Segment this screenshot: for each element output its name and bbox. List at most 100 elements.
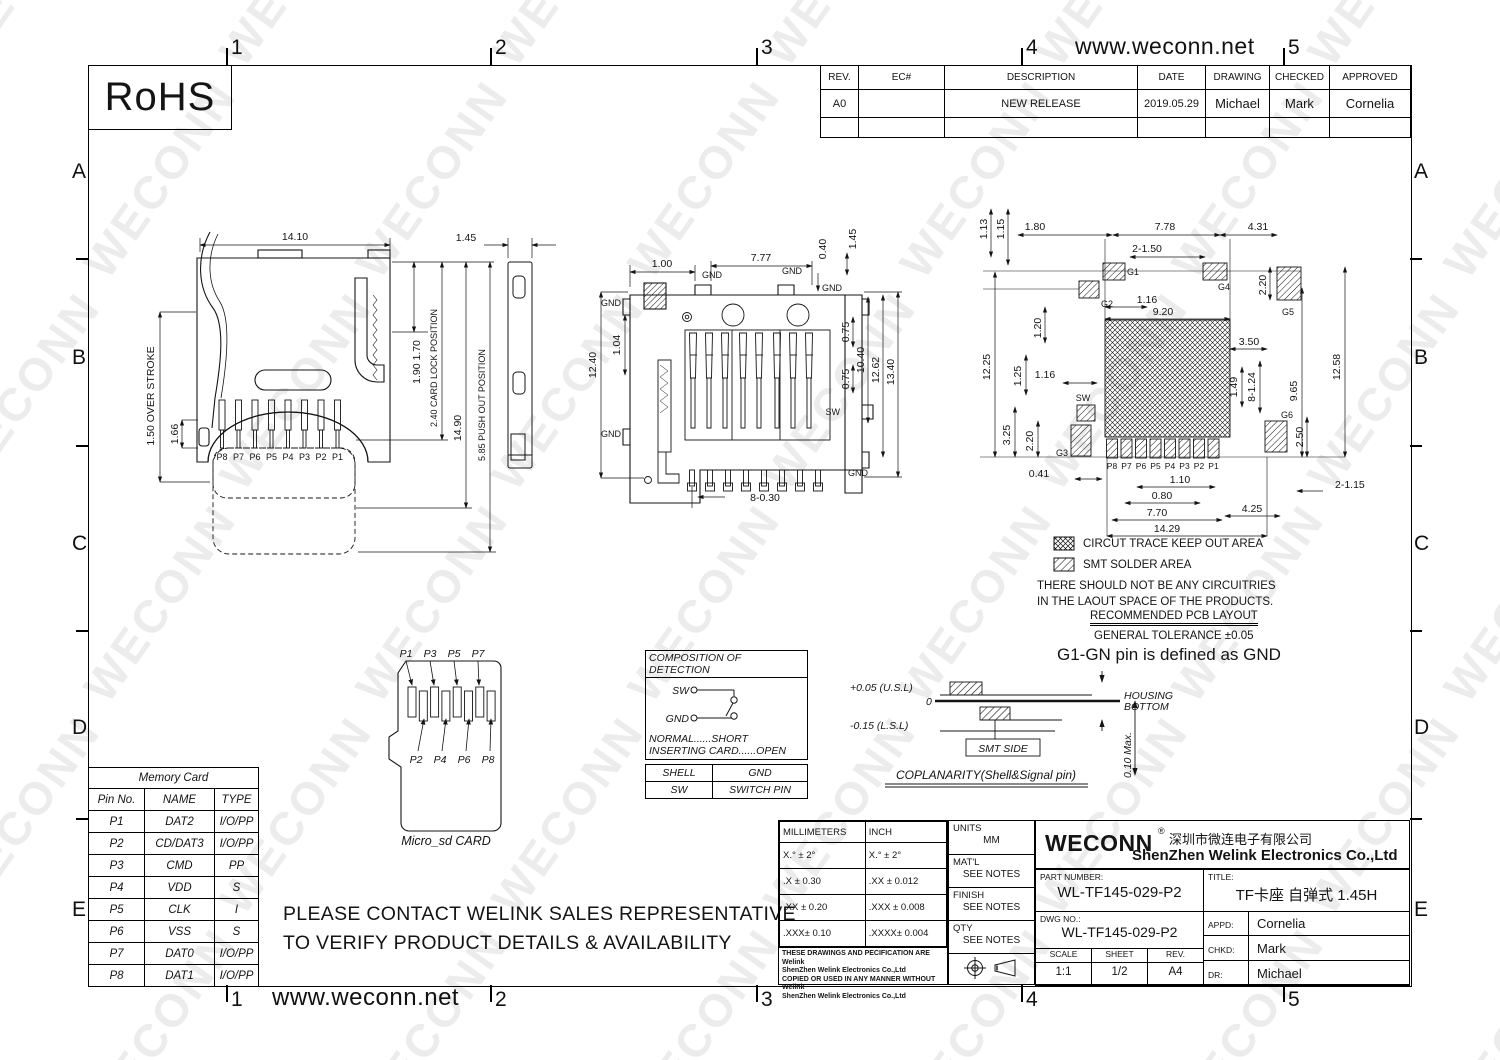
dim: 1.16 [1137, 294, 1158, 306]
matl-value: SEE NOTES [962, 869, 1021, 880]
rev-header: EC# [858, 65, 945, 90]
dim: 12.25 [981, 354, 993, 380]
pad-label: G2 [1101, 299, 1113, 309]
dim: 12.58 [1331, 354, 1343, 380]
units-label: UNITS [953, 823, 982, 834]
legend-keepout-label: CIRCUT TRACE KEEP OUT AREA [1083, 537, 1264, 550]
pin-table-title: Memory Card [88, 767, 259, 789]
zone-tick [226, 985, 228, 1002]
units-cell: UNITS MM [949, 821, 1034, 855]
company-name-cn: 深圳市微连电子有限公司 [1169, 832, 1313, 847]
pin-label: P6 [249, 452, 260, 462]
gnd-label: GND [601, 429, 622, 439]
dim-777: 7.77 [751, 252, 772, 264]
tol-mm: .XX ± 0.20 [779, 894, 866, 921]
registered-mark: ® [1158, 826, 1165, 836]
dim: 0.41 [1029, 468, 1050, 480]
card-outline [388, 660, 502, 832]
rohs-badge: RoHS [88, 65, 232, 130]
zone-tick [76, 445, 88, 447]
dim-190-170: 1.90 1.70 [411, 340, 423, 384]
bottom-url: www.weconn.net [272, 984, 460, 1011]
tol-mm: .X ± 0.30 [779, 868, 866, 895]
zone-letter-left: A [72, 160, 87, 183]
internal-details [644, 303, 831, 484]
chkd-value: Mark [1248, 935, 1410, 961]
finish-value: SEE NOTES [962, 902, 1021, 913]
qty-cell: QTY SEE NOTES [949, 921, 1034, 954]
switch-sw-label: SW [672, 685, 690, 697]
pin-label: P3 [299, 452, 310, 462]
zone-letter-left: D [72, 716, 88, 739]
tol-header: MILLIMETERS [779, 821, 866, 843]
smt-swatch-icon [1053, 557, 1075, 572]
revision-table: REV. EC# DESCRIPTION DATE DRAWING CHECKE… [820, 65, 1411, 138]
dim: 8-1.24 [1246, 372, 1258, 402]
zone-letter-right: A [1414, 160, 1429, 183]
dim: 4.31 [1248, 221, 1269, 233]
dwg-no-value: WL-TF145-029-P2 [1061, 924, 1178, 940]
coplanarity-geometry [885, 671, 1138, 788]
legend-keepout: CIRCUT TRACE KEEP OUT AREA [1053, 536, 1263, 551]
pad-label: G4 [1218, 282, 1230, 292]
zone-tick [1410, 630, 1422, 632]
dr-value: Michael [1248, 960, 1410, 986]
rev-value: A4 [1147, 962, 1204, 986]
tol-header: INCH [864, 821, 948, 843]
brand-band: WECONN ® 深圳市微连电子有限公司 ShenZhen Welink Ele… [1035, 820, 1410, 869]
dim-1040: 10.40 [855, 347, 867, 373]
solder-pads [1070, 262, 1302, 459]
dim-8030: 8-0.30 [750, 492, 780, 504]
drawing-frame [88, 65, 1412, 987]
zone-letter-left: E [72, 898, 87, 921]
sheet-value: 1/2 [1091, 962, 1148, 986]
title-cell: TITLE: TF卡座 自弹式 1.45H [1203, 869, 1410, 912]
zone-tick [756, 985, 758, 1002]
scale-label: SCALE [1035, 948, 1092, 963]
detection-table: SHELL GND SW SWITCH PIN [645, 764, 808, 799]
zone-tick [1021, 48, 1023, 65]
appd-value: Cornelia [1248, 911, 1410, 936]
dim-width: 14.10 [282, 231, 308, 243]
pad-label: G3 [1056, 448, 1068, 458]
pin-label: P4 [282, 452, 293, 462]
dim-145: 1.45 [847, 229, 859, 250]
pad-label: G5 [1282, 307, 1294, 317]
coplanarity-diagram: +0.05 (U.S.L) 0 HOUSING BOTTOM -0.15 (L.… [850, 671, 1173, 788]
pad-pin-label: P6 [1136, 461, 1147, 471]
pad-label: G1 [1127, 267, 1139, 277]
dim: 2.50 [1294, 427, 1306, 448]
pad-pin-label: P3 [1179, 461, 1190, 471]
connector-outline [196, 231, 391, 463]
contact-note: PLEASE CONTACT WELINK SALES REPRESENTATI… [283, 900, 796, 958]
detection-cell: GND [712, 764, 808, 782]
card-pin-label: P7 [472, 648, 486, 660]
dim: 2-1.50 [1132, 243, 1162, 255]
zone-number-bottom: 3 [761, 988, 773, 1011]
dim: 9.20 [1153, 306, 1174, 318]
pad-pin-label: P1 [1208, 461, 1219, 471]
company-name-en: ShenZhen Welink Electronics Co.,Ltd [1132, 847, 1398, 864]
zone-number-bottom: 5 [1288, 988, 1300, 1011]
dim-104: 1.04 [611, 335, 623, 356]
rev-header: DRAWING [1205, 65, 1270, 90]
zone-letter-left: C [72, 532, 88, 555]
dr-label: DR: [1203, 960, 1249, 986]
zone-tick [490, 48, 492, 65]
pin-label: P5 [266, 452, 277, 462]
title-label: TITLE: [1208, 872, 1234, 882]
dim: 3.50 [1239, 336, 1260, 348]
zone-number-bottom: 4 [1026, 988, 1038, 1011]
dim: 14.29 [1154, 523, 1180, 535]
dim-1340: 13.40 [885, 359, 897, 385]
zone-tick [490, 985, 492, 1002]
zone-letter-right: D [1414, 716, 1430, 739]
rev-header: DESCRIPTION [944, 65, 1138, 90]
pin-table-header: Pin No. [88, 788, 145, 811]
zone-tick [1283, 985, 1285, 1002]
zone-tick [756, 48, 758, 65]
